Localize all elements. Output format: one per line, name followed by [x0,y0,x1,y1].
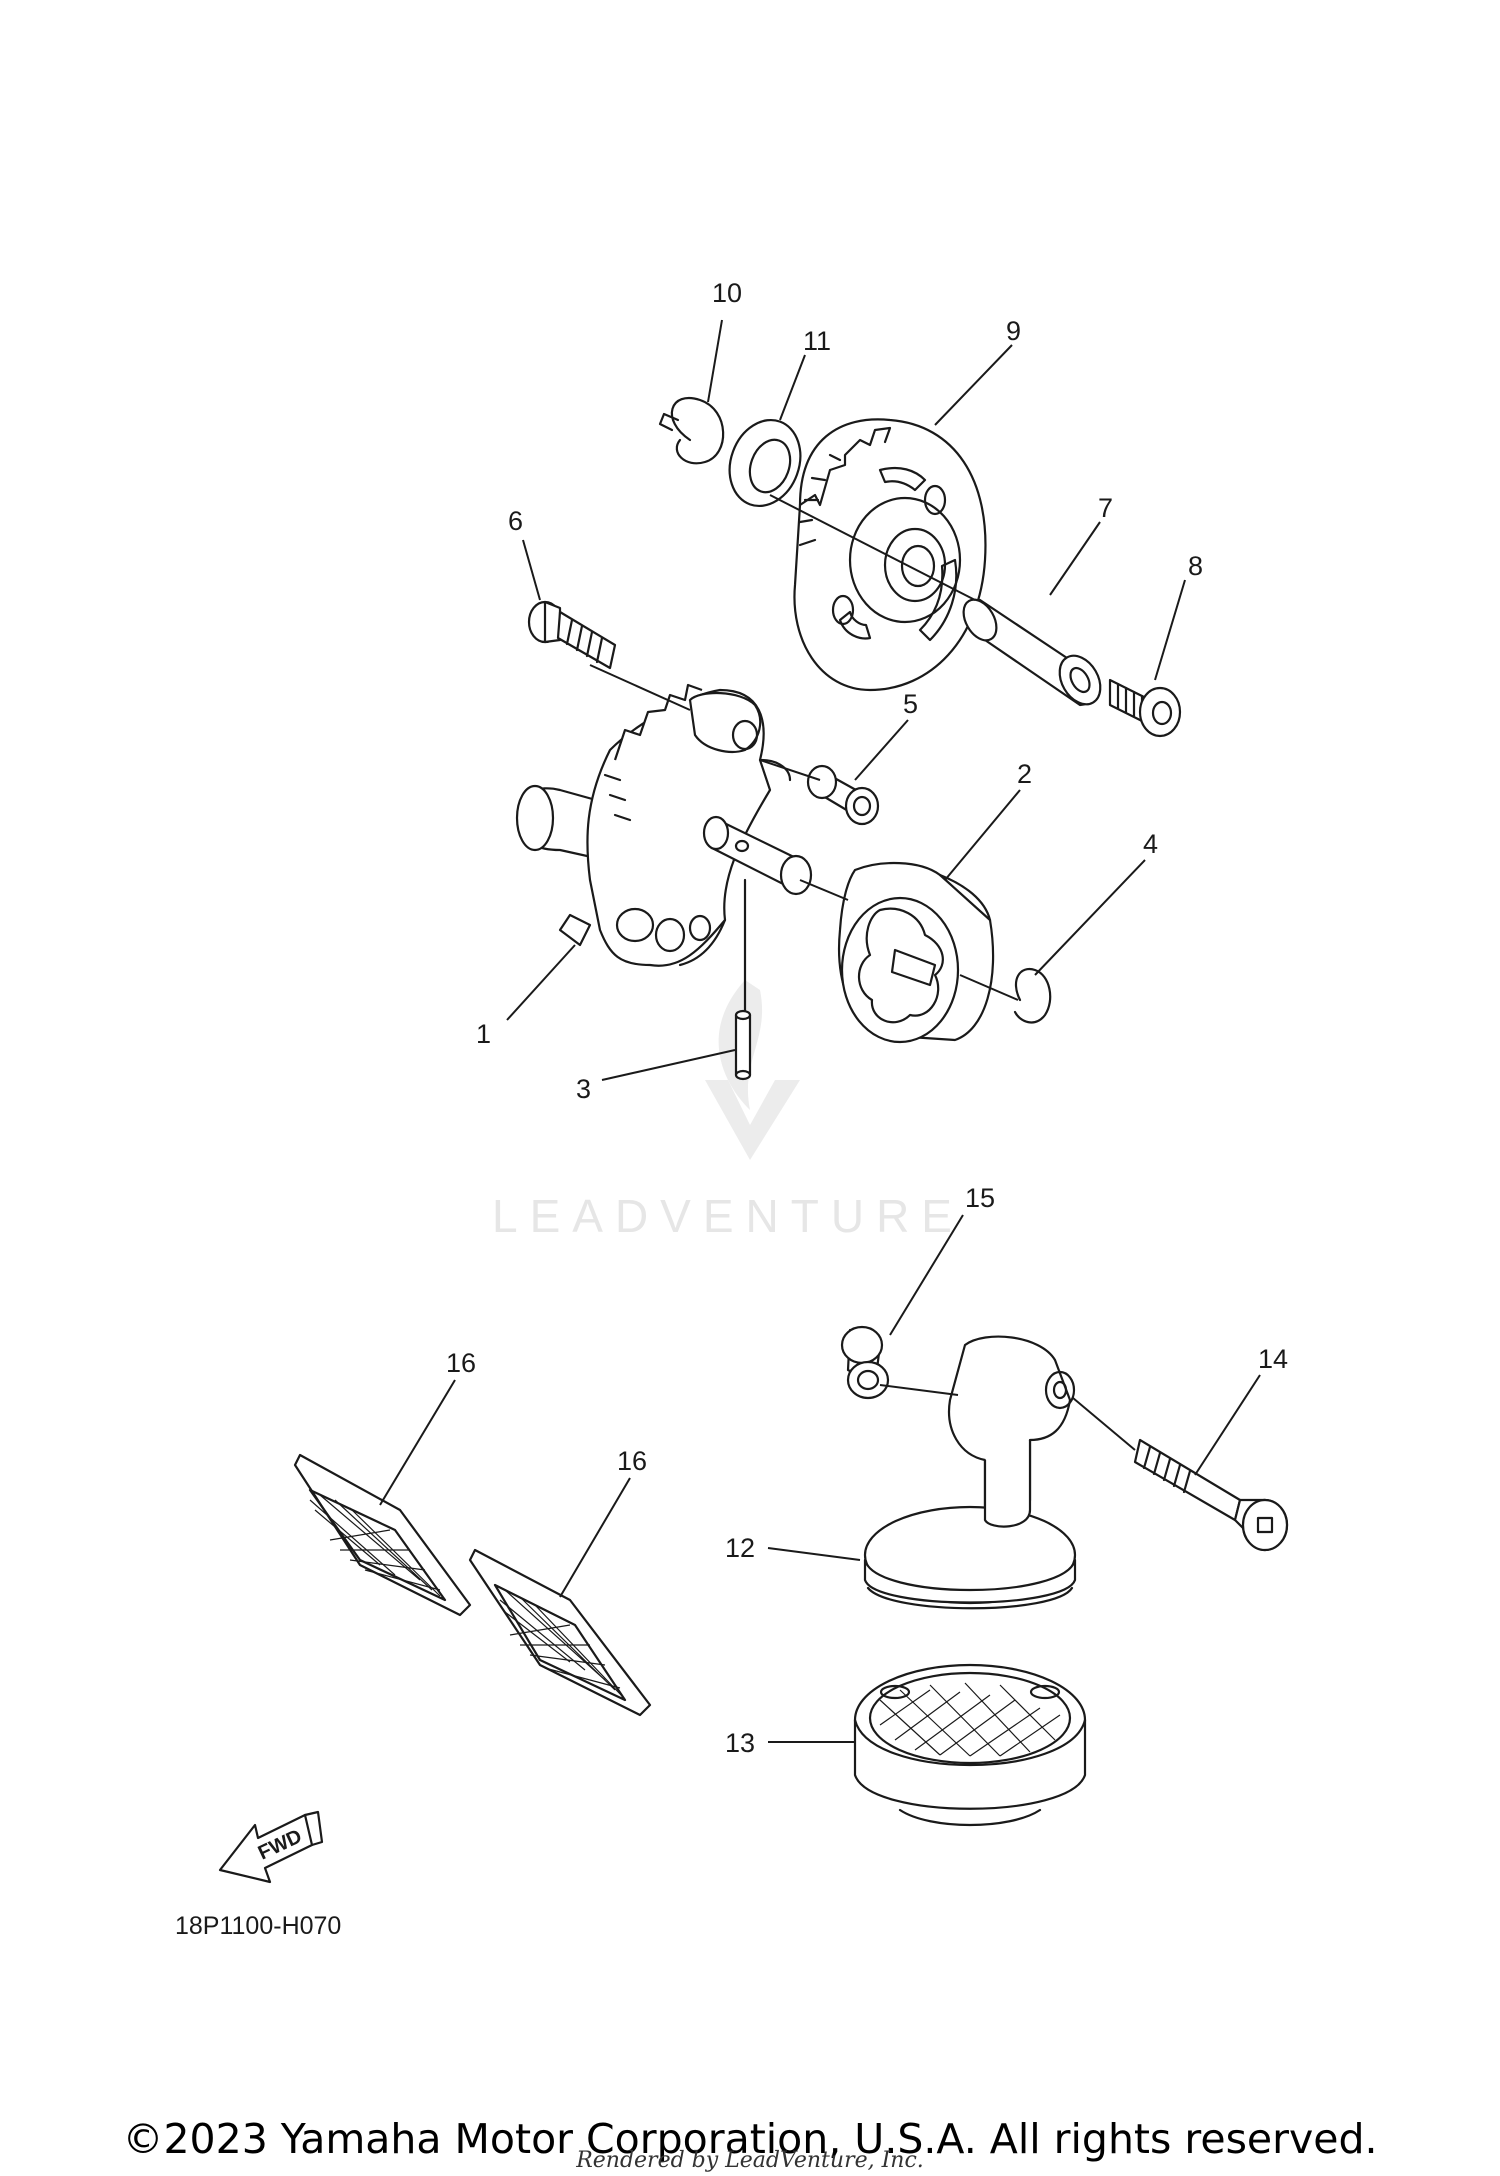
watermark-logo: LEADVENTURE [492,980,964,1242]
callout-11: 11 [803,326,831,356]
part-2-rotor[interactable] [838,862,995,1044]
callout-3: 3 [576,1074,591,1104]
callout-numbers: 10 11 9 6 7 8 5 2 4 1 3 15 14 16 16 12 1… [446,278,1288,1758]
copyright-notice: ©2023 Yamaha Motor Corporation, U.S.A. A… [122,2115,1378,2163]
part-16-reed-valve-right[interactable] [468,1548,652,1717]
callout-1: 1 [476,1019,491,1049]
part-6-bolt[interactable] [527,600,617,670]
rotor-shaft[interactable] [702,815,813,1012]
part-3-pin[interactable] [734,1009,752,1081]
callout-14: 14 [1258,1344,1288,1374]
callout-15: 15 [965,1183,995,1213]
callout-2: 2 [1017,759,1032,789]
fwd-arrow-icon: FWD [218,1810,324,1884]
callout-10: 10 [712,278,742,308]
part-14-bolt[interactable] [1133,1438,1289,1552]
callout-12: 12 [725,1533,755,1563]
part-9-driven-gear[interactable] [793,418,987,692]
callout-6: 6 [508,506,523,536]
part-7-shaft[interactable] [957,594,1109,712]
leader-lines [379,319,1261,1743]
callout-5: 5 [903,689,918,719]
callout-4: 4 [1143,829,1158,859]
callout-16b: 16 [617,1446,647,1476]
callout-13: 13 [725,1728,755,1758]
part-12-strainer-body[interactable] [863,1335,1077,1610]
part-15-collar[interactable] [840,1325,890,1400]
part-8-screw[interactable] [1108,678,1182,738]
callout-7: 7 [1098,493,1113,523]
callout-9: 9 [1006,316,1021,346]
rendered-by-notice: Rendered by LeadVenture, Inc. [576,2148,924,2173]
diagram-code: 18P1100-H070 [175,1912,342,1940]
part-10-circlip[interactable] [658,397,725,465]
watermark-text: LEADVENTURE [492,1190,964,1242]
part-16-reed-valve-left[interactable] [293,1453,472,1617]
part-11-washer[interactable] [718,410,812,516]
part-4-circlip[interactable] [1013,967,1052,1024]
part-13-strainer-screen[interactable] [853,1663,1087,1827]
part-1-pump-housing[interactable] [515,683,792,967]
callout-8: 8 [1188,551,1203,581]
callout-16a: 16 [446,1348,476,1378]
part-5-dowel[interactable] [806,764,880,826]
